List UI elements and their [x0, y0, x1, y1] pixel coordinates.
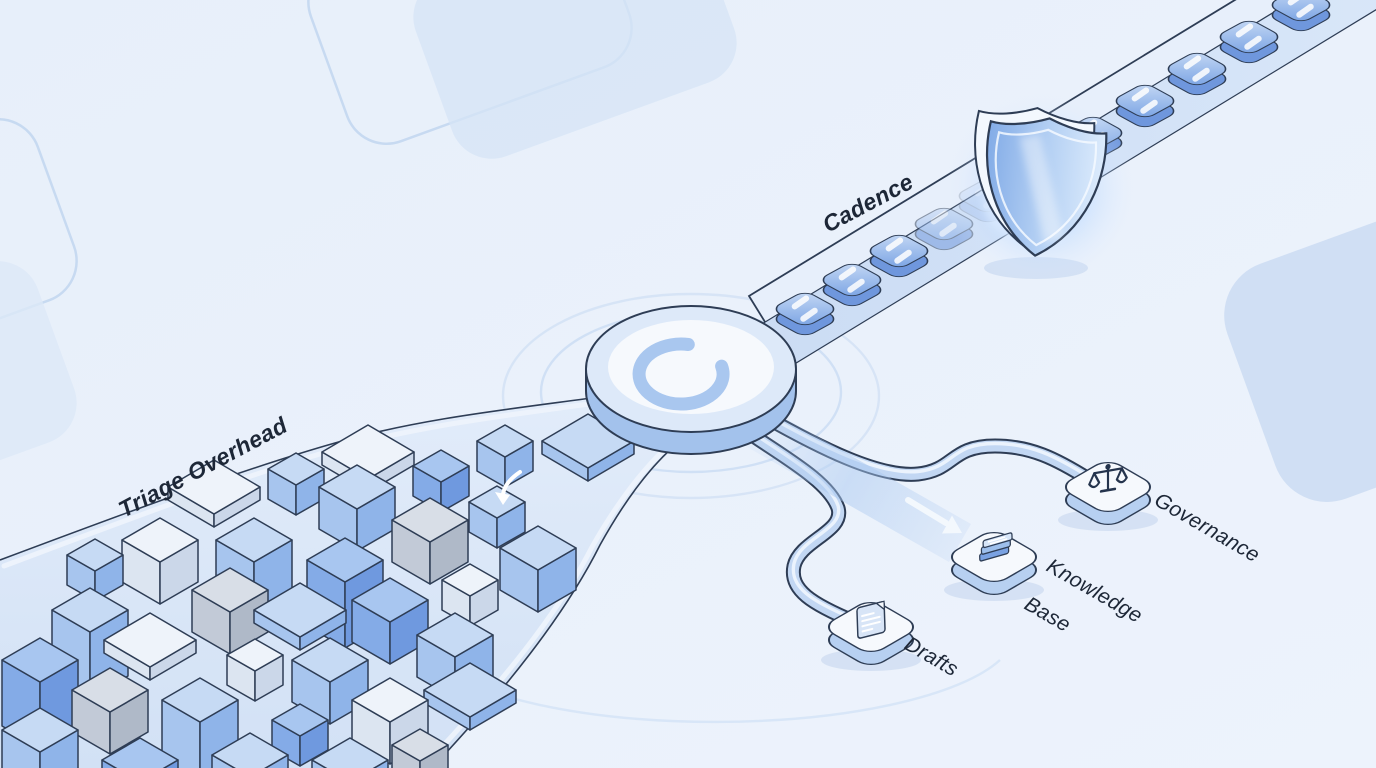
knowledge-beam: [747, 409, 971, 562]
shield-gate: [944, 92, 1140, 288]
triage-city: [1, 413, 635, 768]
beam-arrow-head: [942, 515, 962, 534]
beam-arrow-shaft: [905, 497, 949, 526]
destinations: [820, 457, 1159, 671]
document-icon: [856, 600, 886, 639]
scales-icon: [1088, 464, 1128, 493]
hub: [585, 305, 797, 455]
decor-shapes: [0, 0, 1376, 519]
drop-arrow-icon: [495, 470, 522, 505]
decor-fill-right: [1224, 168, 1376, 502]
book-stack-icon: [979, 532, 1013, 562]
decor-fill-top-left: [413, 0, 737, 159]
decor-outline-left: [0, 118, 78, 378]
shield-icon: [974, 107, 1108, 257]
hub-ring-logo: [632, 337, 730, 411]
